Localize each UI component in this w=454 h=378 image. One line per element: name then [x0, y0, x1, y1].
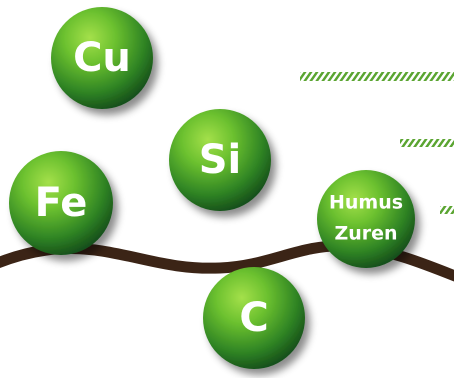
hatch-stripe-bottom	[440, 206, 454, 214]
element-orb-si	[169, 109, 271, 211]
hatch-stripe-top	[300, 72, 454, 81]
element-orb-humus-zuren	[317, 170, 415, 268]
element-label-cu: Cu	[73, 35, 131, 81]
element-orb-cu	[51, 7, 153, 109]
element-label-c: C	[239, 295, 268, 341]
element-label-fe: Fe	[35, 180, 88, 226]
element-label-si: Si	[199, 137, 242, 183]
hatch-stripe-middle	[400, 139, 454, 147]
element-label-zuren: Zuren	[334, 223, 397, 245]
element-label-humus: Humus	[329, 192, 403, 214]
element-orb-c	[203, 267, 305, 369]
element-orb-fe	[9, 151, 113, 255]
